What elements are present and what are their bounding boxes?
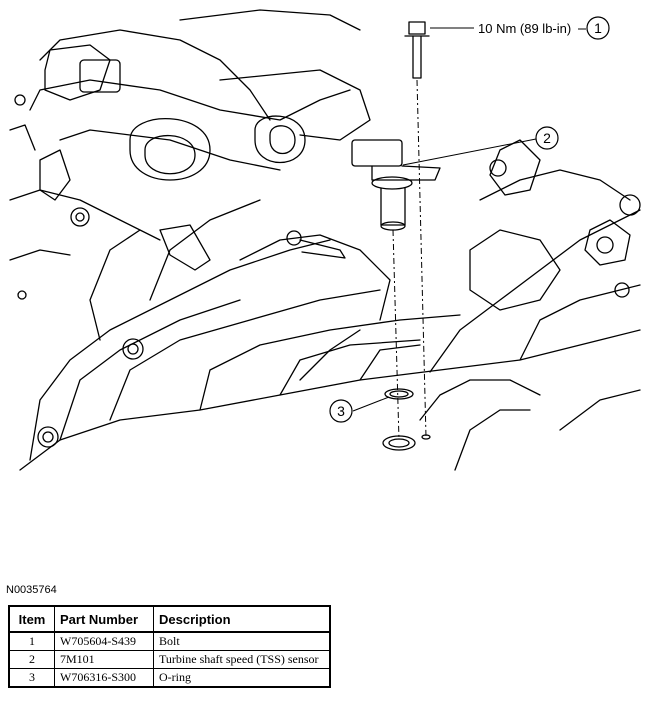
callout-1-number: 1	[594, 20, 602, 36]
transmission-housing-art	[19, 139, 641, 471]
tss-sensor-art	[351, 139, 441, 231]
transmission-exploded-diagram: 1 2 3 10 Nm (89 lb-in)	[9, 9, 641, 471]
table-row: 1 W705604-S439 Bolt	[8, 631, 331, 651]
callout-3-number: 3	[337, 403, 345, 419]
valve-body-art	[9, 9, 371, 300]
callout-3-circle	[329, 399, 353, 423]
row-description: Bolt	[153, 631, 331, 651]
parts-table-header-row: Item Part Number Description	[8, 605, 331, 633]
callout-2-number: 2	[543, 130, 551, 146]
table-row: 3 W706316-S300 O-ring	[8, 668, 331, 688]
table-row: 2 7M101 Turbine shaft speed (TSS) sensor	[8, 650, 331, 669]
row-description: Turbine shaft speed (TSS) sensor	[153, 650, 331, 669]
callout-2-circle	[535, 126, 559, 150]
row-item: 1	[8, 631, 55, 651]
row-description: O-ring	[153, 668, 331, 688]
assembly-axis-lines	[392, 79, 427, 441]
row-item: 3	[8, 668, 55, 688]
header-part-number: Part Number	[54, 605, 154, 633]
callout-2-leader	[402, 138, 537, 166]
parts-table: Item Part Number Description 1 W705604-S…	[8, 605, 331, 688]
row-part-number: W705604-S439	[54, 631, 154, 651]
callout-1-circle	[586, 16, 610, 40]
bolt-art	[404, 21, 430, 79]
o-ring-art	[382, 388, 431, 451]
row-part-number: 7M101	[54, 650, 154, 669]
row-part-number: W706316-S300	[54, 668, 154, 688]
header-description: Description	[153, 605, 331, 633]
header-item: Item	[8, 605, 55, 633]
torque-spec-label: 10 Nm (89 lb-in)	[478, 21, 571, 36]
row-item: 2	[8, 650, 55, 669]
figure-id: N0035764	[6, 584, 57, 596]
callout-3-leader	[352, 396, 390, 412]
